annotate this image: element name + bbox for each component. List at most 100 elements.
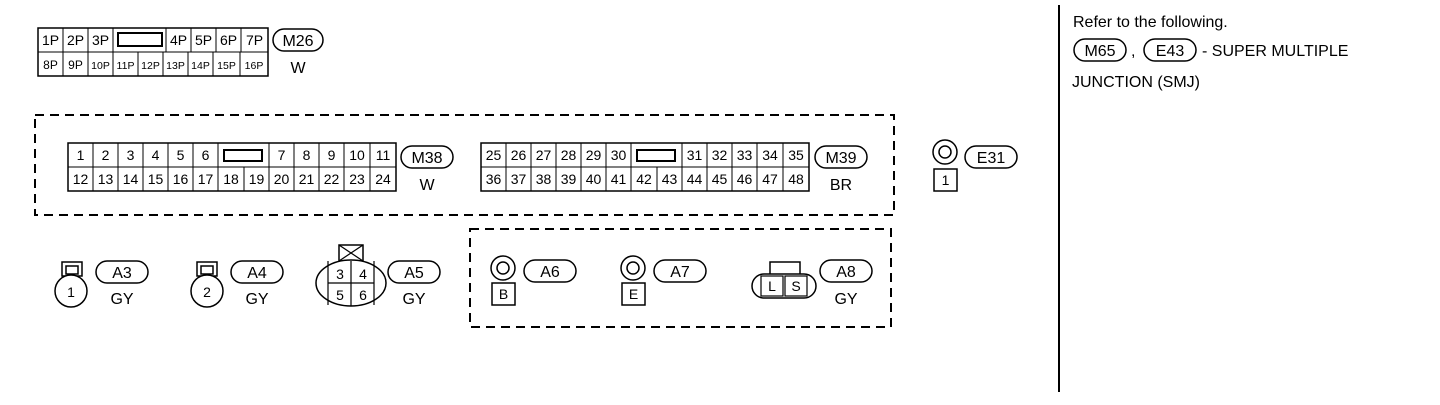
reference-tag2: E43 <box>1156 43 1185 60</box>
m39-pin-label: 28 <box>561 147 577 163</box>
a8-id-label: A8 <box>836 264 856 281</box>
m26-pin-label: 12P <box>141 60 160 72</box>
a5-color-label: GY <box>402 291 425 308</box>
reference-suffix: - SUPER MULTIPLE <box>1202 43 1348 60</box>
m26-pin-label: 4P <box>170 32 187 48</box>
a6-terminal-outer <box>490 255 516 281</box>
a5-pin-label: 4 <box>359 266 367 282</box>
a3-pin-label: 1 <box>67 284 75 300</box>
m39-pin-label: 36 <box>486 171 502 187</box>
m38-id-oval <box>400 145 454 169</box>
m38-pin-label: 9 <box>328 147 336 163</box>
connector-a8: L S A8 GY <box>751 259 873 308</box>
m26-color-label: W <box>290 60 306 77</box>
m26-pin-label: 14P <box>191 60 210 72</box>
a4-id-label: A4 <box>247 265 267 282</box>
m39-pin-label: 42 <box>636 171 652 187</box>
m39-pin-label: 48 <box>788 171 804 187</box>
m26-row1-left: 1P 2P 3P <box>42 28 114 52</box>
m39-pin-label: 35 <box>788 147 804 163</box>
m39-pin-label: 41 <box>611 171 627 187</box>
m39-pin-label: 39 <box>561 171 577 187</box>
m39-lock-tab <box>636 149 676 162</box>
m26-pin-label: 11P <box>117 60 135 72</box>
reference-tag-oval <box>1073 38 1127 62</box>
a5-pin-label: 5 <box>336 287 344 303</box>
m38-pin-label: 16 <box>173 171 189 187</box>
a6-terminal-inner <box>496 261 510 275</box>
a4-id-oval <box>230 260 284 284</box>
m39-pin-label: 26 <box>511 147 527 163</box>
m38-pin-label: 14 <box>123 171 139 187</box>
a7-id-label: A7 <box>670 264 690 281</box>
m39-pin-label: 31 <box>687 147 703 163</box>
m39-pin-label: 40 <box>586 171 602 187</box>
a5-tab-cross <box>338 244 364 262</box>
m38-color-label: W <box>419 177 435 194</box>
connector-group-dashed-border <box>469 228 892 328</box>
m38-pin-label: 22 <box>324 171 340 187</box>
m26-row1-right: 4P 5P 6P 7P <box>165 28 263 52</box>
m38-pin-label: 4 <box>152 147 160 163</box>
m38-pin-label: 21 <box>299 171 315 187</box>
m38-pin-label: 10 <box>349 147 365 163</box>
m39-pin-label: 47 <box>762 171 778 187</box>
m38-pin-label: 12 <box>73 171 89 187</box>
m26-lock-tab <box>117 32 163 47</box>
a4-color-label: GY <box>245 291 268 308</box>
connector-a5: 3 4 5 6 A5 GY <box>315 244 441 308</box>
a6-id-oval <box>523 259 577 283</box>
e31-terminal-inner <box>938 145 952 159</box>
m38-pin-label: 13 <box>98 171 114 187</box>
m38-row1-left: 1 2 3 4 5 6 <box>77 143 219 167</box>
m39-pin-label: 44 <box>687 171 703 187</box>
m26-id-label: M26 <box>282 33 313 50</box>
a4-terminal <box>190 274 224 308</box>
connector-group-dashed-border <box>34 114 895 216</box>
a7-terminal-inner <box>626 261 640 275</box>
m26-pin-label: 1P <box>42 32 59 48</box>
a6-pin-box <box>491 282 516 306</box>
m26-id-oval <box>272 28 324 52</box>
m38-pin-label: 5 <box>177 147 185 163</box>
m26-pin-label: 8P <box>43 58 58 72</box>
m38-pin-label: 2 <box>102 147 110 163</box>
e31-pin-box <box>933 168 958 192</box>
a4-tab-inner <box>200 265 214 275</box>
m38-pin-label: 15 <box>148 171 164 187</box>
m38-pin-label: 1 <box>77 147 85 163</box>
m39-pin-label: 37 <box>511 171 527 187</box>
m39-pin-label: 45 <box>712 171 728 187</box>
m38-pin-label: 18 <box>223 171 239 187</box>
m39-pin-label: 34 <box>762 147 778 163</box>
connector-e31: 1 E31 <box>932 139 1018 192</box>
a3-id-label: A3 <box>112 265 132 282</box>
a8-pin-label: S <box>791 278 800 294</box>
m26-pin-label: 6P <box>220 32 237 48</box>
a5-pin-label: 6 <box>359 287 367 303</box>
m26-pin-label: 7P <box>246 32 263 48</box>
m26-pin-label: 9P <box>68 58 83 72</box>
a3-color-label: GY <box>110 291 133 308</box>
reference-line3: JUNCTION (SMJ) <box>1072 74 1200 91</box>
a7-pin-label: E <box>629 286 638 302</box>
m39-row1-left: 25 26 27 28 29 30 <box>486 143 632 167</box>
m39-pin-label: 30 <box>611 147 627 163</box>
a8-pin-box <box>784 275 808 297</box>
a7-pin-box <box>621 282 646 306</box>
m39-pin-label: 32 <box>712 147 728 163</box>
m38-pin-label: 19 <box>249 171 265 187</box>
a6-id-label: A6 <box>540 264 560 281</box>
m39-pin-label: 43 <box>662 171 678 187</box>
m39-id-oval <box>814 145 868 169</box>
m26-pin-label: 2P <box>67 32 84 48</box>
a8-pin-box <box>760 275 784 297</box>
m39-pin-label: 29 <box>586 147 602 163</box>
e31-id-label: E31 <box>977 150 1006 167</box>
connector-a6: B A6 <box>490 255 577 306</box>
a3-id-oval <box>95 260 149 284</box>
m39-pin-label: 27 <box>536 147 552 163</box>
reference-separator: , <box>1131 43 1135 60</box>
m26-pin-label: 3P <box>92 32 109 48</box>
